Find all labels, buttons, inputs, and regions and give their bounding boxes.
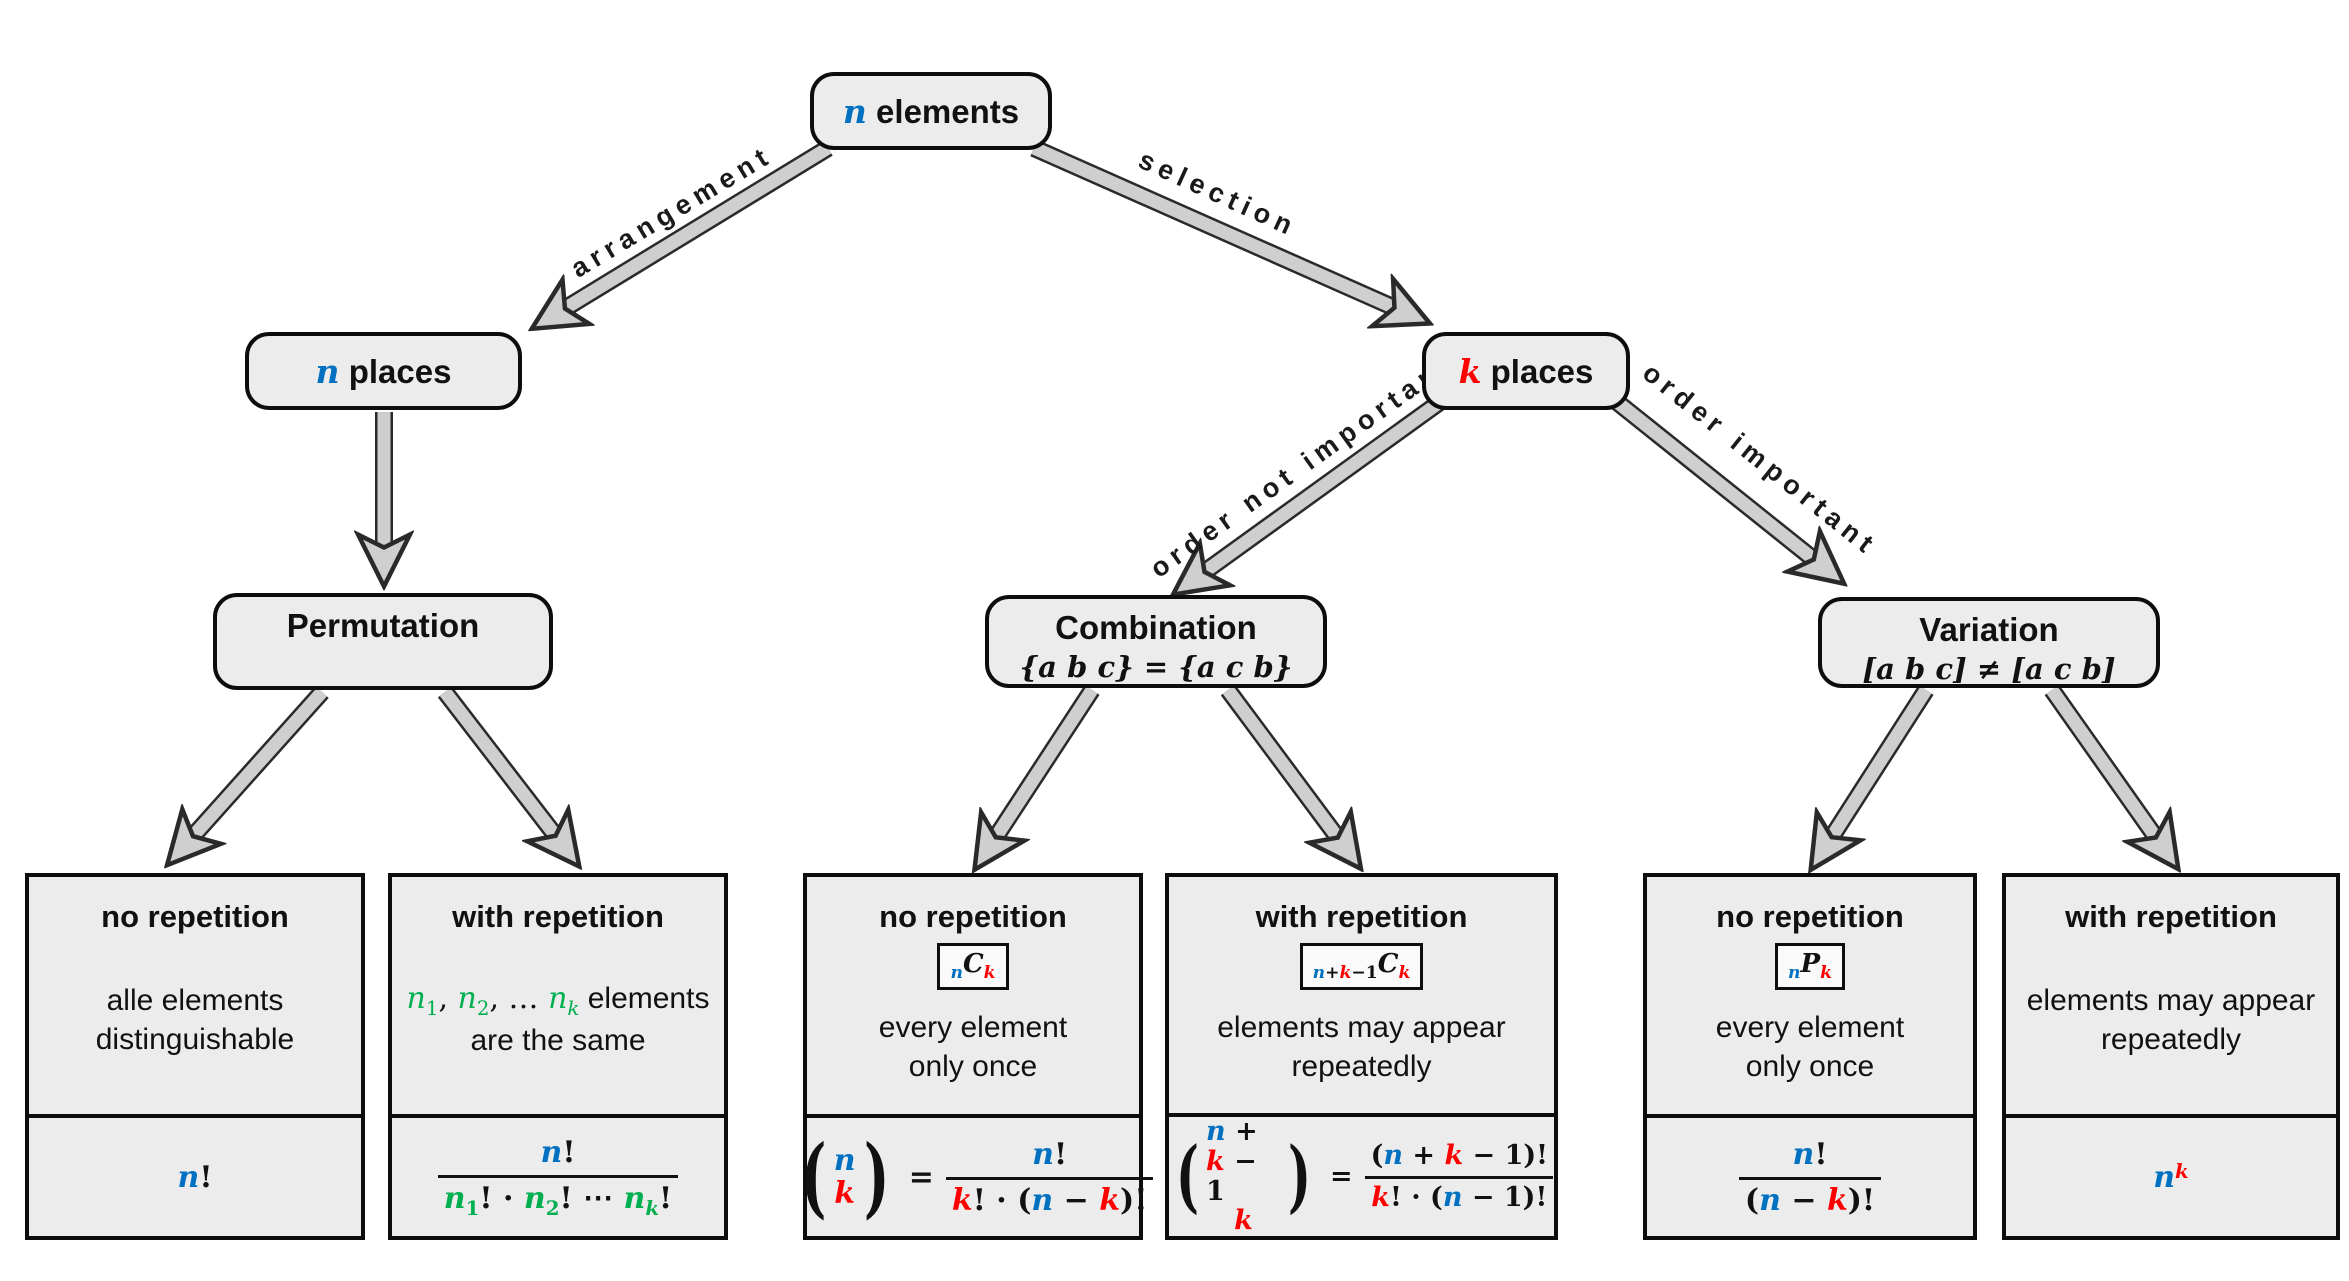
leaf-title: no repetition — [1716, 899, 1904, 934]
node-permutation-title: Permutation — [286, 607, 480, 644]
node-variation: Variation [a b c] ≠ [a c b] — [1818, 597, 2160, 688]
leaf-description: elements may appear repeatedly — [2026, 983, 2316, 1056]
leaf-combination-no-repetition: no repetition nCk every element only onc… — [800, 873, 1154, 1240]
leaf-combination-no-repetition-top: no repetition nCk every element only onc… — [807, 877, 1139, 1118]
leaf-description: n1, n2, … nk elements are the same — [406, 980, 710, 1058]
leaf-title: with repetition — [452, 899, 664, 934]
leaf-variation-no-repetition: no repetition nPk every element only onc… — [1643, 873, 1977, 1240]
formula-binomial-with-repetition: ( n + k − 1 k ) = (n + k − 1)! k! · (n −… — [1169, 1117, 1554, 1236]
node-n-elements-label: n elements — [842, 91, 1020, 131]
leaf-permutation-no-repetition: no repetition alle elements distinguisha… — [25, 873, 365, 1240]
equals-sign: = — [1329, 1161, 1353, 1193]
leaf-title: with repetition — [2065, 899, 2277, 934]
node-k-places: k places — [1422, 332, 1630, 410]
edge-arrangement-arrow — [556, 140, 833, 314]
edge-combination-no-rep-arrow — [990, 685, 1100, 846]
formula-binomial: ( n k ) = n! k! · (n − k)! — [800, 1118, 1154, 1236]
leaf-permutation-with-repetition: with repetition n1, n2, … nk elements ar… — [388, 873, 728, 1240]
node-variation-title: Variation — [1919, 611, 2059, 648]
leaf-title: no repetition — [879, 899, 1067, 934]
badge-n-plus-k-minus-1-Ck: n+k−1Ck — [1299, 943, 1424, 991]
formula-n-power-k: nk — [2153, 1159, 2189, 1195]
node-k-places-label: k places — [1458, 351, 1594, 391]
badge-nPk: nPk — [1775, 943, 1845, 991]
leaf-description: every element only once — [878, 1011, 1068, 1084]
edge-selection-arrow — [1030, 139, 1404, 312]
formula-partial-permutation: n! (n − k)! — [1647, 1118, 1973, 1236]
edge-permutation-with-rep-arrow — [437, 686, 562, 844]
node-combination-subtitle: {a b c} = {a c b} — [1019, 650, 1293, 684]
node-n-places-label: n places — [315, 351, 452, 391]
node-n-elements: n elements — [810, 72, 1052, 150]
edge-variation-no-rep-arrow — [1826, 685, 1934, 846]
node-combination: Combination {a b c} = {a c b} — [985, 595, 1327, 688]
edge-variation-with-rep-arrow — [2044, 684, 2162, 846]
edge-combination-with-rep-arrow — [1220, 684, 1344, 846]
leaf-permutation-with-repetition-top: with repetition n1, n2, … nk elements ar… — [392, 877, 724, 1118]
node-variation-subtitle: [a b c] ≠ [a c b] — [1862, 652, 2116, 686]
leaf-title: with repetition — [1255, 899, 1468, 934]
formula-n-factorial: n! — [177, 1159, 213, 1195]
edge-order-not-important-arrow — [1196, 394, 1446, 578]
edge-order-important-arrow — [1606, 390, 1822, 566]
leaf-permutation-no-repetition-top: no repetition alle elements distinguisha… — [29, 877, 361, 1118]
leaf-variation-with-repetition-top: with repetition elements may appear repe… — [2006, 877, 2336, 1118]
node-permutation: Permutation — [213, 593, 553, 690]
leaf-combination-with-repetition: with repetition n+k−1Ck elements may app… — [1165, 873, 1558, 1240]
leaf-variation-no-repetition-top: no repetition nPk every element only onc… — [1647, 877, 1973, 1118]
leaf-title: no repetition — [101, 899, 289, 934]
formula-multinomial: n! n1! · n2! ⋯ nk! — [392, 1118, 724, 1236]
leaf-description: alle elements distinguishable — [95, 983, 295, 1056]
node-n-places: n places — [245, 332, 522, 410]
leaf-description: elements may appear repeatedly — [1217, 1010, 1506, 1083]
badge-nCk: nCk — [937, 943, 1009, 991]
edge-permutation-no-rep-arrow — [186, 685, 329, 844]
node-combination-title: Combination — [1055, 609, 1257, 646]
equals-sign: = — [908, 1159, 934, 1195]
leaf-variation-with-repetition: with repetition elements may appear repe… — [2002, 873, 2340, 1240]
leaf-combination-with-repetition-top: with repetition n+k−1Ck elements may app… — [1169, 877, 1554, 1118]
leaf-description: every element only once — [1715, 1011, 1905, 1084]
